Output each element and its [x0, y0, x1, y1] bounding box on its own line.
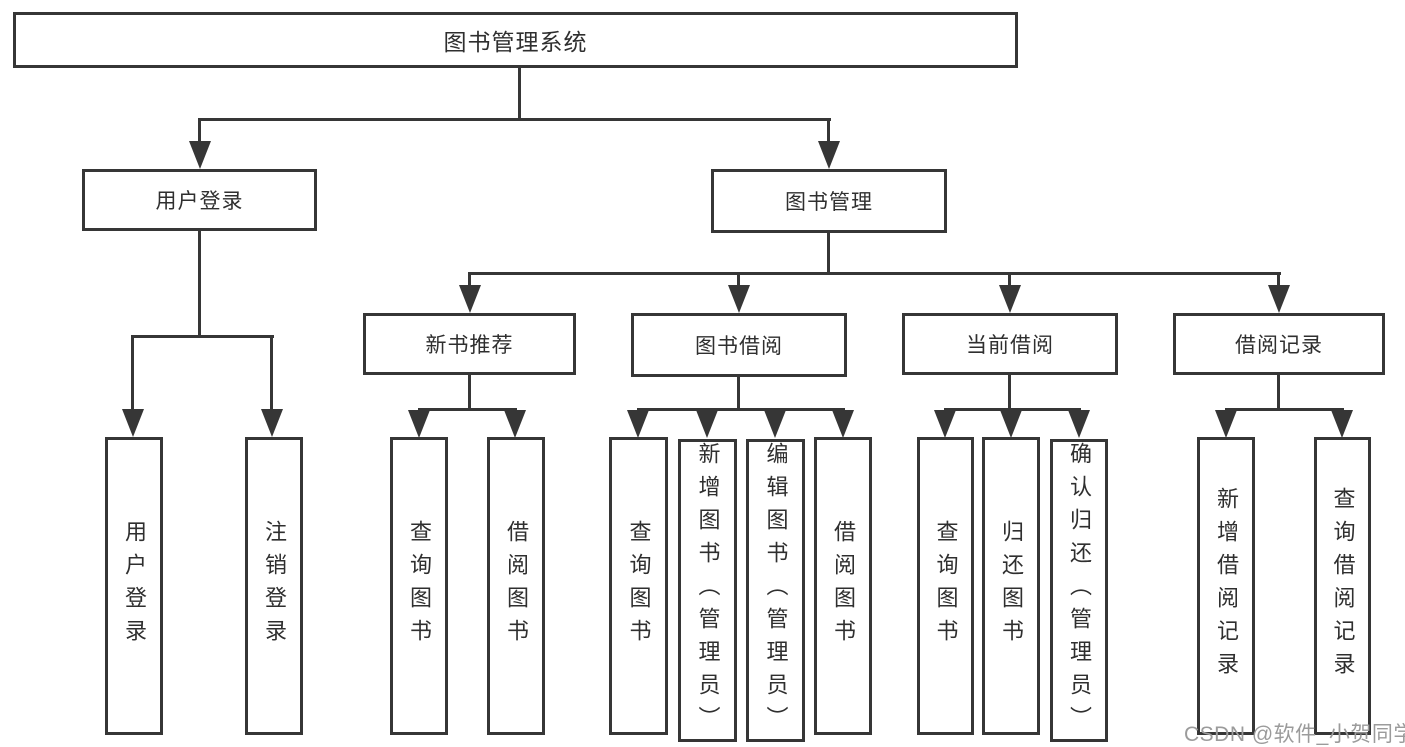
connector-line — [198, 118, 201, 146]
leaf-add-book-admin: 新增图书（管理员） — [678, 439, 737, 742]
arrowhead-icon — [261, 409, 283, 437]
connector-line — [737, 377, 740, 410]
arrowhead-icon — [627, 410, 649, 438]
arrowhead-icon — [696, 410, 718, 438]
node-current-borrow: 当前借阅 — [902, 313, 1118, 375]
leaf-add-borrow-record: 新增借阅记录 — [1197, 437, 1255, 735]
arrowhead-icon — [459, 285, 481, 313]
connector-line — [827, 118, 830, 146]
connector-line — [637, 408, 845, 411]
leaf-borrow-books-2: 借阅图书 — [814, 437, 872, 735]
connector-line — [468, 375, 471, 410]
arrowhead-icon — [189, 141, 211, 169]
arrowhead-icon — [122, 409, 144, 437]
arrowhead-icon — [1268, 285, 1290, 313]
arrowhead-icon — [1331, 410, 1353, 438]
arrowhead-icon — [728, 285, 750, 313]
leaf-query-borrow-record: 查询借阅记录 — [1314, 437, 1371, 735]
csdn-watermark: CSDN @软件_小贺同学 — [1184, 723, 1405, 746]
leaf-query-books-3: 查询图书 — [917, 437, 974, 735]
leaf-query-books-2: 查询图书 — [609, 437, 668, 735]
node-user-login: 用户登录 — [82, 169, 317, 231]
connector-line — [468, 272, 471, 288]
connector-line — [1277, 375, 1280, 410]
leaf-user-login: 用户登录 — [105, 437, 163, 735]
arrowhead-icon — [999, 285, 1021, 313]
node-library-system: 图书管理系统 — [13, 12, 1018, 68]
arrowhead-icon — [832, 410, 854, 438]
node-book-management: 图书管理 — [711, 169, 947, 233]
arrowhead-icon — [764, 410, 786, 438]
connector-line — [132, 335, 274, 338]
connector-line — [469, 272, 1281, 275]
leaf-confirm-return-admin: 确认归还（管理员） — [1050, 439, 1108, 742]
connector-line — [131, 335, 134, 411]
connector-line — [1277, 272, 1280, 288]
connector-line — [1008, 272, 1011, 288]
leaf-edit-book-admin: 编辑图书（管理员） — [746, 439, 805, 742]
arrowhead-icon — [504, 410, 526, 438]
connector-line — [827, 233, 830, 274]
node-new-book-recommend: 新书推荐 — [363, 313, 576, 375]
connector-line — [737, 272, 740, 288]
arrowhead-icon — [1068, 410, 1090, 438]
connector-line — [418, 408, 517, 411]
connector-line — [199, 118, 831, 121]
connector-line — [1225, 408, 1344, 411]
arrowhead-icon — [934, 410, 956, 438]
arrowhead-icon — [408, 410, 430, 438]
connector-line — [518, 68, 521, 120]
node-borrow-records: 借阅记录 — [1173, 313, 1385, 375]
arrowhead-icon — [1215, 410, 1237, 438]
leaf-borrow-books-1: 借阅图书 — [487, 437, 545, 735]
connector-line — [270, 335, 273, 411]
arrowhead-icon — [818, 141, 840, 169]
connector-line — [198, 231, 201, 338]
leaf-return-books: 归还图书 — [982, 437, 1040, 735]
connector-line — [944, 408, 1081, 411]
connector-line — [1008, 375, 1011, 410]
leaf-logout: 注销登录 — [245, 437, 303, 735]
arrowhead-icon — [1000, 410, 1022, 438]
node-book-borrow: 图书借阅 — [631, 313, 847, 377]
leaf-query-books-1: 查询图书 — [390, 437, 448, 735]
